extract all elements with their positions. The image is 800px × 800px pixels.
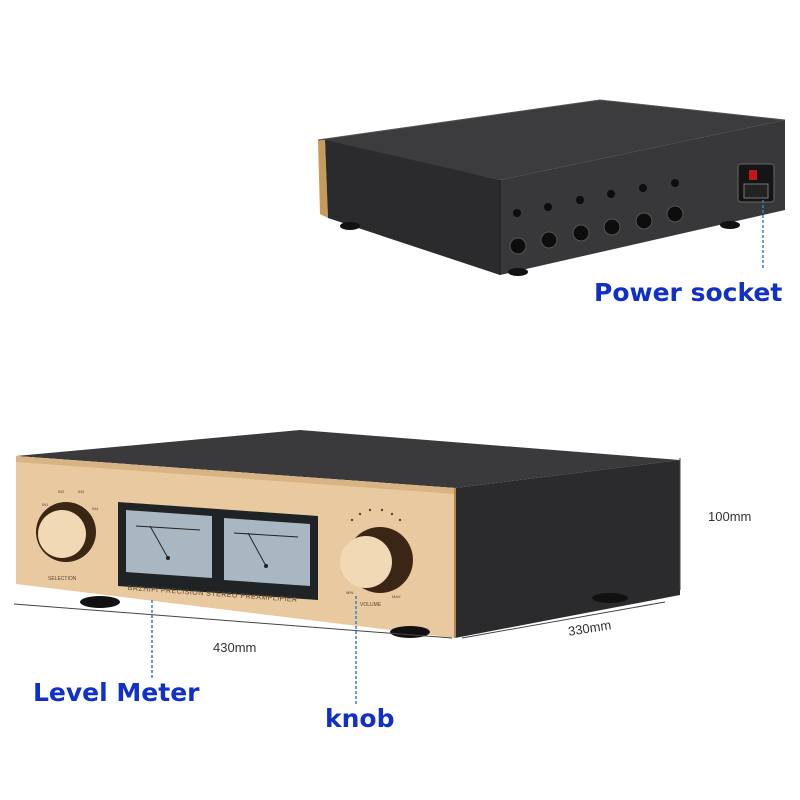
rear-view-illustration: [317, 99, 786, 276]
input-label-2: IN2: [58, 489, 65, 494]
level-meter-label: Level Meter: [33, 678, 200, 707]
input-label-1: IN1: [42, 502, 49, 507]
width-dimension-label: 430mm: [213, 640, 257, 655]
volume-max-label: MAX: [392, 594, 401, 599]
input-label-4: IN4: [92, 506, 99, 511]
selector-label: SELECTION: [48, 576, 77, 582]
knob-label: knob: [325, 704, 395, 733]
volume-label: VOLUME: [360, 602, 382, 608]
height-dimension-label: 100mm: [708, 509, 752, 524]
power-socket-label: Power socket: [594, 278, 783, 307]
input-label-3: IN3: [78, 489, 85, 494]
volume-min-label: MIN: [346, 590, 354, 595]
front-view-illustration: [13, 430, 681, 704]
